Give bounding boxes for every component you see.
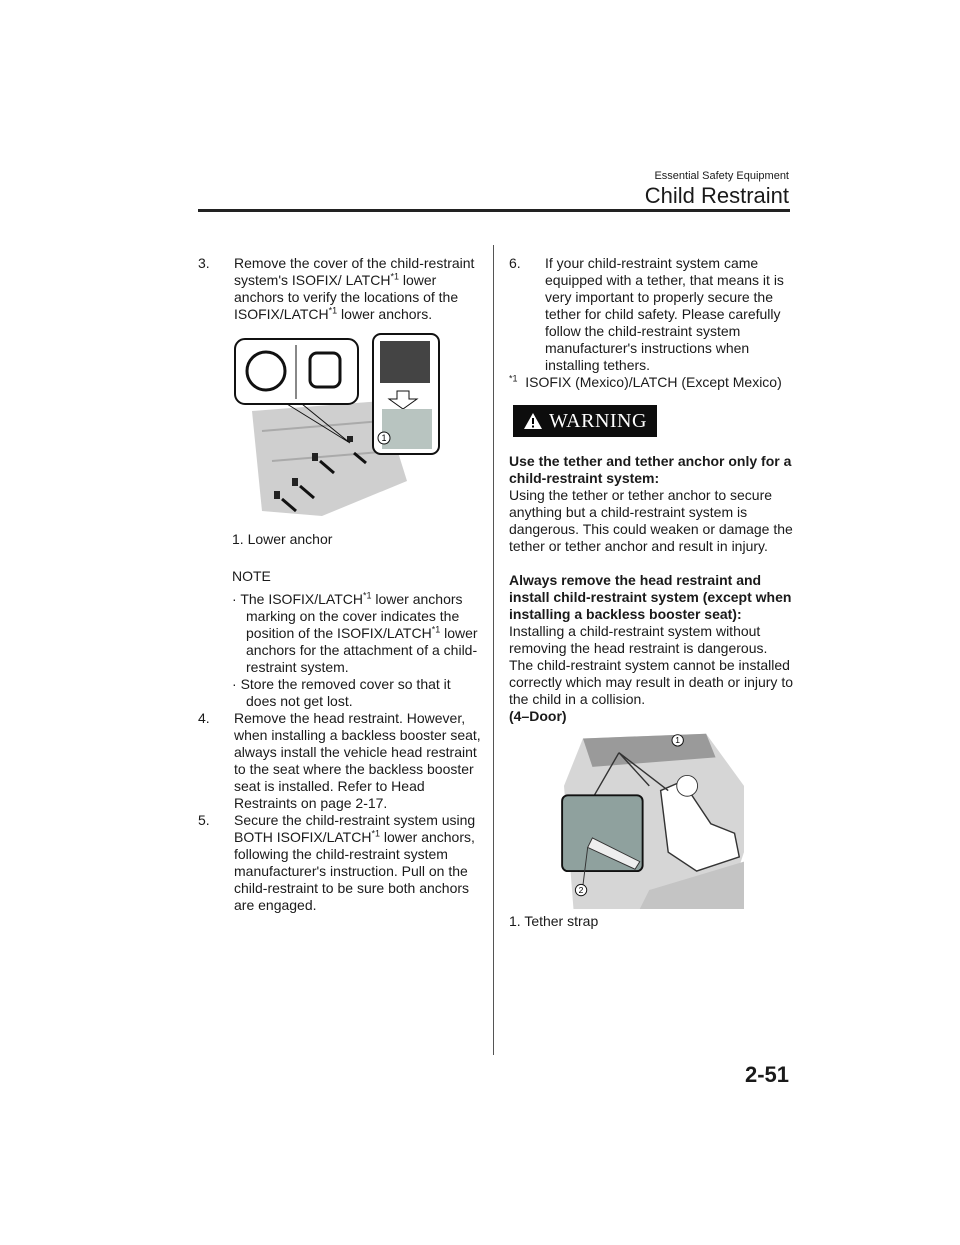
- step-text: Secure the child-restraint system using …: [234, 812, 476, 845]
- footnote-ref: *1: [390, 271, 399, 282]
- footnote-text: ISOFIX (Mexico)/LATCH (Except Mexico): [525, 374, 782, 390]
- step-5: 5. Secure the child-restraint system usin…: [198, 812, 483, 914]
- footnote-ref: *1: [371, 828, 380, 839]
- warning-2-body: Installing a child-restraint system with…: [509, 623, 793, 707]
- page-title: Child Restraint: [644, 183, 789, 208]
- step-number: 3.: [198, 255, 210, 271]
- right-column: 6. If your child-restraint system came eq…: [509, 255, 794, 930]
- note-title: NOTE: [232, 568, 271, 584]
- step-number: 4.: [198, 710, 210, 726]
- footnote-ref: *1: [328, 305, 338, 316]
- header-rule: [198, 209, 790, 212]
- note-text: lower anchors marking on the cover indic…: [246, 591, 463, 641]
- callout-2: 2: [579, 885, 584, 895]
- figure-caption: 1. Tether strap: [509, 913, 599, 929]
- step-text: Remove the head restraint. However, when…: [234, 710, 481, 811]
- page-number: 2-51: [744, 1062, 789, 1087]
- footnote-ref: *1: [362, 590, 372, 601]
- step-number: 6.: [509, 255, 521, 271]
- variant-label: (4–Door): [509, 708, 567, 724]
- bullet-mark: ·: [232, 591, 237, 607]
- note-text: Store the removed cover so that it does …: [240, 676, 451, 709]
- note-text: lower anchors for the attachment of a ch…: [246, 625, 478, 675]
- note-bullet: · Store the removed cover so that it doe…: [232, 676, 483, 710]
- figure-caption: 1. Lower anchor: [232, 531, 333, 547]
- step-text: lower anchors, following the child-restr…: [234, 829, 475, 913]
- warning-badge: WARNING: [513, 405, 657, 437]
- step-text: If your child-restraint system came equi…: [545, 255, 784, 373]
- note-bullet: · The ISOFIX/LATCH*1 lower anchors marki…: [232, 591, 483, 676]
- tether-figure: 2 1: [549, 729, 794, 913]
- step-3: 3. Remove the cover of the child-restrain…: [198, 255, 483, 323]
- step-4: 4. Remove the head restraint. However, wh…: [198, 710, 483, 812]
- callout-1: 1: [382, 433, 387, 443]
- left-column: 3. Remove the cover of the child-restrain…: [198, 255, 483, 914]
- footnote-mark: *1: [509, 373, 518, 384]
- lower-anchor-figure: 1: [232, 331, 483, 525]
- footnote: *1 ISOFIX (Mexico)/LATCH (Except Mexico): [509, 374, 794, 391]
- warning-2-heading: Always remove the head restraint and ins…: [509, 572, 792, 622]
- step-text: lower anchors.: [337, 306, 433, 322]
- step-6: 6. If your child-restraint system came eq…: [509, 255, 794, 374]
- column-divider: [493, 245, 494, 1055]
- warning-label: WARNING: [549, 410, 647, 432]
- bullet-mark: ·: [232, 676, 237, 692]
- warning-1-body: Using the tether or tether anchor to sec…: [509, 487, 793, 554]
- note-text: The ISOFIX/LATCH: [240, 591, 363, 607]
- warning-triangle-icon: [524, 413, 542, 429]
- step-text: lower anchors to verify the locations of…: [234, 272, 459, 322]
- section-label: Essential Safety Equipment: [654, 170, 789, 182]
- warning-1-heading: Use the tether and tether anchor only fo…: [509, 453, 792, 486]
- step-number: 5.: [198, 812, 210, 828]
- footnote-ref: *1: [431, 624, 441, 635]
- step-text: Remove the cover of the child-restraint …: [234, 255, 475, 288]
- callout-1: 1: [675, 735, 680, 745]
